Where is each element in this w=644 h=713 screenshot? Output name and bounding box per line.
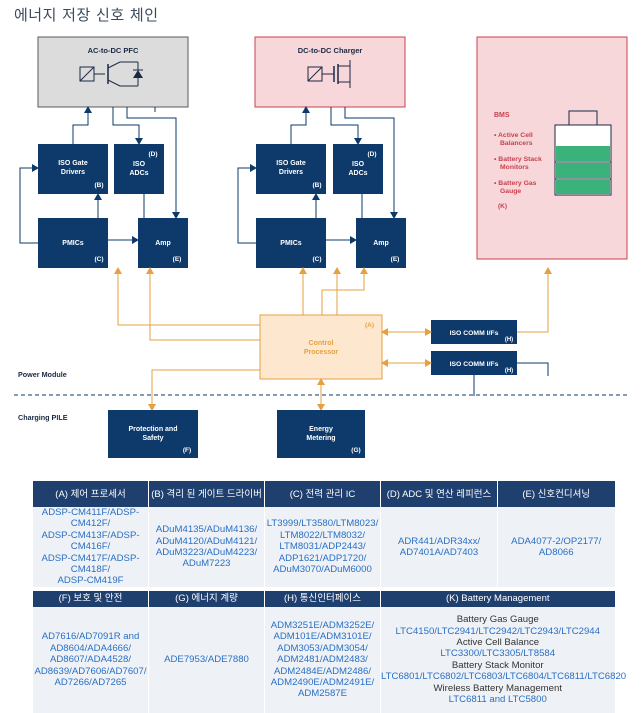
svg-text:ISO COMM I/Fs: ISO COMM I/Fs (450, 361, 499, 368)
cell-e: ADA4077-2/OP2177/AD8066 (497, 507, 615, 587)
mosfet-switch-icon (307, 60, 351, 88)
control-processor-block: (A) Control Processor (259, 314, 383, 380)
svg-text:(F): (F) (183, 447, 191, 454)
protection-safety-block: Protection and Safety (F) (108, 410, 198, 458)
iso-comm-connectors (473, 362, 549, 396)
control-connectors (114, 267, 552, 411)
cell-g: ADE7953/ADE7880 (148, 606, 265, 713)
middle-connectors (237, 106, 398, 244)
signal-chain-diagram: AC-to-DC PFC ISO Gate Drivers (B) (D) IS… (14, 36, 630, 458)
table-row: ADSP-CM411F/ADSP-CM412F/ADSP-CM413F/ADSP… (32, 507, 615, 587)
svg-text:(E): (E) (173, 256, 182, 263)
svg-text:ISO Gate: ISO Gate (58, 160, 88, 167)
svg-text:(H): (H) (505, 368, 513, 374)
dc-dc-charger-block: DC-to-DC Charger (254, 36, 406, 108)
cell-c: LT3999/LT3580/LTM8023/LTM8022/LTM8032/LT… (264, 507, 381, 587)
svg-text:• Battery Gas: • Battery Gas (494, 180, 537, 187)
header-c: (C) 전력 관리 IC (264, 481, 381, 507)
left-pmics-block: PMICs (C) (38, 218, 108, 268)
right-amp-block: Amp (E) (356, 218, 406, 268)
header-e: (E) 신호컨디셔닝 (497, 481, 615, 507)
right-iso-adcs-block: (D) ISO ADCs (333, 144, 383, 194)
svg-text:Drivers: Drivers (61, 169, 85, 176)
transistor-switch-icon (79, 61, 143, 87)
svg-text:ISO COMM I/Fs: ISO COMM I/Fs (450, 330, 499, 337)
page-title: 에너지 저장 신호 체인 (14, 6, 159, 24)
svg-text:Metering: Metering (306, 435, 335, 442)
svg-text:Drivers: Drivers (279, 169, 303, 176)
cell-a: ADSP-CM411F/ADSP-CM412F/ADSP-CM413F/ADSP… (32, 507, 149, 587)
svg-text:(D): (D) (148, 151, 157, 158)
svg-text:(E): (E) (391, 256, 400, 263)
svg-text:(G): (G) (351, 447, 360, 454)
svg-text:Monitors: Monitors (500, 164, 529, 171)
cell-k: Battery Gas Gauge LTC4150/LTC2941/LTC294… (380, 606, 626, 713)
ac-dc-pfc-label: AC-to-DC PFC (88, 46, 139, 55)
iso-comm-block-1: ISO COMM I/Fs (H) (431, 320, 517, 344)
svg-text:• Battery Stack: • Battery Stack (494, 156, 542, 163)
right-pmics-block: PMICs (C) (256, 218, 326, 268)
svg-text:ISO: ISO (133, 161, 146, 168)
svg-text:Balancers: Balancers (500, 140, 533, 147)
energy-metering-block: Energy Metering (G) (277, 410, 365, 458)
svg-text:Protection and: Protection and (128, 426, 177, 433)
svg-text:Control: Control (309, 340, 334, 347)
battery-icon (554, 110, 612, 196)
svg-text:Amp: Amp (155, 240, 171, 247)
dc-dc-charger-label: DC-to-DC Charger (298, 46, 363, 55)
svg-text:Safety: Safety (142, 435, 163, 442)
iso-comm-block-2: ISO COMM I/Fs (H) (431, 351, 517, 375)
cell-h: ADM3251E/ADM3252E/ADM101E/ADM3101E/ADM30… (264, 606, 381, 713)
power-module-label: Power Module (18, 370, 67, 379)
header-a: (A) 제어 프로세서 (32, 481, 149, 507)
bms-title: BMS (494, 112, 510, 119)
svg-text:(B): (B) (312, 182, 321, 189)
left-connectors (19, 106, 180, 244)
svg-text:PMICs: PMICs (280, 240, 302, 247)
table-header-row: (A) 제어 프로세서 (B) 격리 된 게이트 드라이버 (C) 전력 관리 … (32, 481, 615, 507)
svg-text:(D): (D) (367, 151, 376, 158)
svg-text:(C): (C) (312, 256, 321, 263)
svg-text:Amp: Amp (373, 240, 389, 247)
svg-text:Gauge: Gauge (500, 188, 521, 195)
charging-pile-label: Charging PILE (18, 413, 68, 422)
svg-text:ISO: ISO (352, 161, 365, 168)
svg-text:(A): (A) (365, 322, 374, 329)
header-b: (B) 격리 된 게이트 드라이버 (148, 481, 265, 507)
left-iso-gate-drivers-block: ISO Gate Drivers (B) (38, 144, 108, 194)
svg-text:ADCs: ADCs (129, 170, 148, 177)
svg-text:(C): (C) (94, 256, 103, 263)
svg-text:Energy: Energy (309, 426, 333, 433)
svg-text:• Active Cell: • Active Cell (494, 132, 533, 139)
header-g: (G) 에너지 계량 (148, 590, 265, 607)
ac-dc-pfc-block: AC-to-DC PFC (37, 36, 189, 108)
svg-text:ADCs: ADCs (348, 170, 367, 177)
left-iso-adcs-block: (D) ISO ADCs (114, 144, 164, 194)
left-amp-block: Amp (E) (138, 218, 188, 268)
svg-text:(K): (K) (498, 203, 507, 210)
svg-text:(B): (B) (94, 182, 103, 189)
svg-text:ISO Gate: ISO Gate (276, 160, 306, 167)
bms-block: BMS • Active Cell Balancers • Battery St… (476, 36, 628, 260)
right-iso-gate-drivers-block: ISO Gate Drivers (B) (256, 144, 326, 194)
header-k: (K) Battery Management (380, 590, 615, 607)
parts-table: (A) 제어 프로세서 (B) 격리 된 게이트 드라이버 (C) 전력 관리 … (32, 481, 626, 713)
table-header-row-2: (F) 보호 및 안전 (G) 에너지 계량 (H) 통신인터페이스 (K) B… (32, 590, 615, 607)
svg-text:PMICs: PMICs (62, 240, 84, 247)
svg-text:Processor: Processor (304, 349, 339, 356)
header-f: (F) 보호 및 안전 (32, 590, 149, 607)
cell-d: ADR441/ADR34xx/AD7401A/AD7403 (380, 507, 498, 587)
cell-b: ADuM4135/ADuM4136/ADuM4120/ADuM4121/ADuM… (148, 507, 265, 587)
header-d: (D) ADC 및 연산 레피런스 (380, 481, 498, 507)
header-h: (H) 통신인터페이스 (264, 590, 381, 607)
svg-text:(H): (H) (505, 337, 513, 343)
